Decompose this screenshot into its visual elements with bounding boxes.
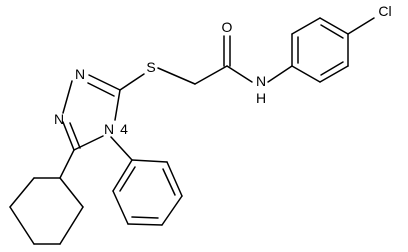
- bond-ring-b-6-inner: [119, 166, 136, 192]
- bond-triazole-n1-c5-inner: [69, 122, 81, 149]
- bond-aryl-to-chlorine: [347, 17, 375, 35]
- bond-triazole-n1-c5: [62, 121, 75, 151]
- bond-ring-a-3-inner: [320, 24, 344, 39]
- bond-carbonyl-to-nh: [226, 65, 253, 83]
- bond-triazole-c3-n2: [88, 74, 121, 91]
- bond-nh-to-chlorophenyl: [267, 65, 293, 83]
- atom-label-layer: O N H Cl S N N N 4: [54, 3, 392, 137]
- bond-ring-c-5: [59, 206, 84, 245]
- bond-ring-b-4: [127, 223, 163, 226]
- bond-ring-c-6: [59, 177, 84, 208]
- atom-n4-locant: 4: [120, 121, 128, 137]
- bond-ring-b-2-inner: [162, 168, 176, 196]
- bond-ring-a-5: [319, 65, 349, 83]
- bond-ring-c-2: [9, 177, 35, 208]
- bond-triazole-n2-n1: [62, 80, 73, 114]
- bond-triazole-n4-c3: [114, 89, 121, 121]
- bond-ring-b-1: [131, 159, 168, 163]
- bond-ring-c-3: [9, 206, 35, 245]
- atom-nitrogen-n4: N: [104, 121, 114, 137]
- bond-ring-b-3: [161, 195, 183, 226]
- bond-triazole-c5-n4: [73, 135, 104, 151]
- bond-ring-a-3: [319, 17, 349, 35]
- bond-ring-b-6: [112, 159, 133, 192]
- bond-n4-to-phenyl: [110, 136, 133, 161]
- bond-ring-a-2: [291, 17, 321, 35]
- atom-chlorine: Cl: [378, 3, 391, 19]
- bond-ring-b-2: [166, 161, 183, 197]
- atom-nitrogen-amide: N: [256, 73, 266, 89]
- bond-sulfur-to-c3: [119, 73, 145, 91]
- bond-ring-a-6: [291, 65, 321, 83]
- atom-oxygen: O: [222, 19, 233, 35]
- atom-nitrogen-n1: N: [54, 111, 64, 127]
- bond-c5-to-cyclohexyl: [59, 149, 75, 179]
- bond-ch2-to-sulfur: [157, 67, 196, 85]
- bond-triazole-c3-n2-inner: [87, 82, 115, 97]
- bond-ring-b-5: [112, 190, 129, 225]
- bond-layer: [9, 17, 375, 245]
- atom-hydrogen-amide: H: [256, 90, 266, 106]
- atom-sulfur: S: [146, 59, 155, 75]
- bond-carbonyl-to-ch2: [194, 65, 228, 85]
- bond-ring-b-4-inner: [131, 216, 159, 219]
- atom-nitrogen-n2: N: [75, 66, 85, 82]
- bond-ring-a-5-inner: [320, 61, 344, 76]
